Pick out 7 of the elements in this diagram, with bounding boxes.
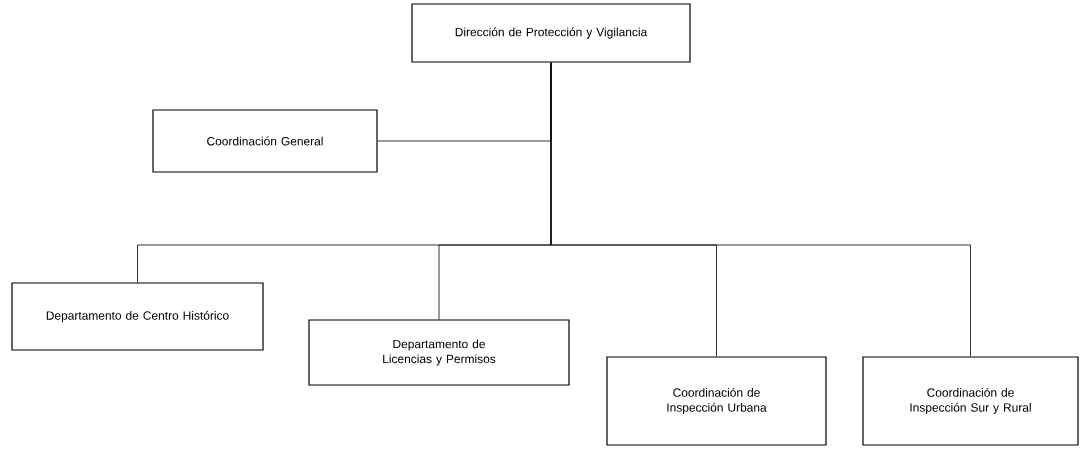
org-box: Coordinación General: [152, 109, 378, 173]
org-box: Coordinación de Inspección Urbana: [606, 356, 827, 446]
org-box: Departamento de Centro Histórico: [11, 282, 264, 351]
org-box: Departamento de Licencias y Permisos: [308, 319, 570, 386]
org-box: Dirección de Protección y Vigilancia: [411, 3, 691, 63]
org-box: Coordinación de Inspección Sur y Rural: [862, 356, 1079, 446]
connector-line: [550, 62, 971, 357]
